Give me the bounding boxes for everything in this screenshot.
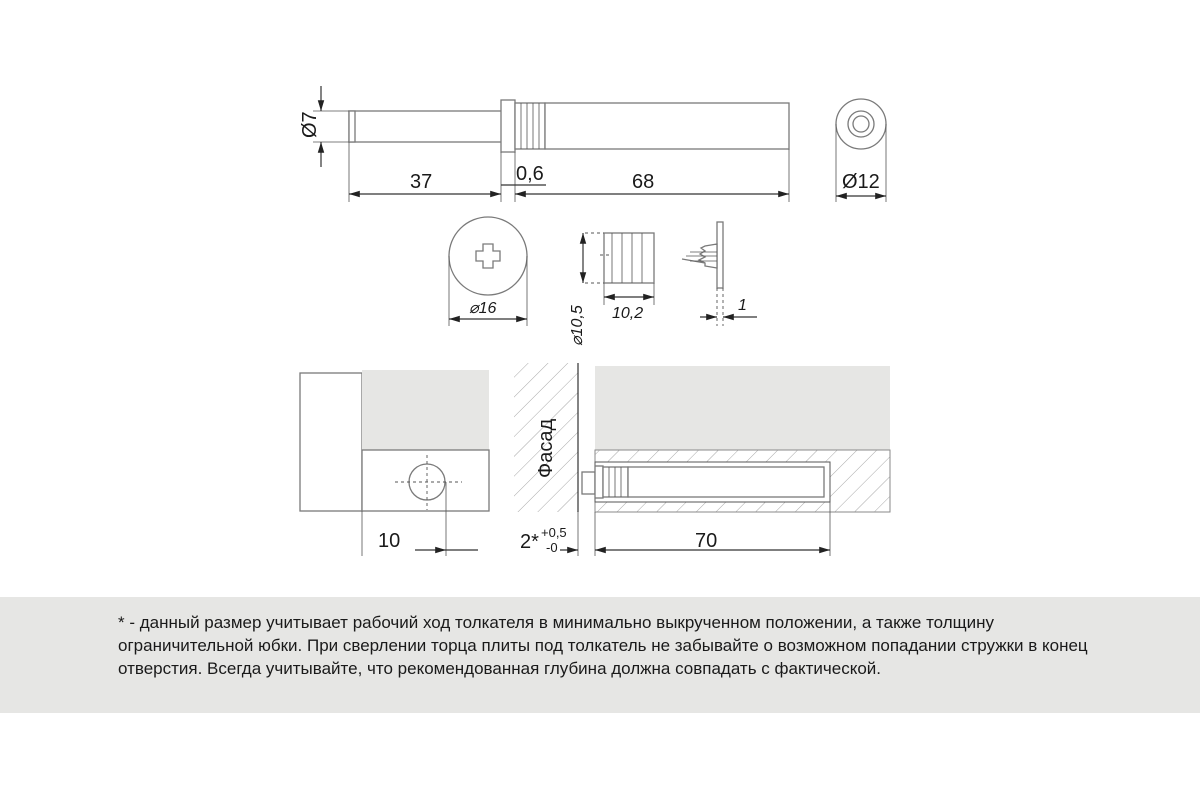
label-d2: 2* [520, 531, 539, 553]
label-d68: 68 [632, 171, 654, 193]
label-tol-minus: -0 [546, 540, 558, 555]
screw-side-view: 1 [681, 221, 757, 326]
label-d1: 1 [738, 297, 747, 314]
label-facade: Фасад [535, 419, 557, 478]
label-d10: 10 [378, 530, 400, 552]
label-d7: Ø7 [299, 111, 321, 138]
label-d102: 10,2 [612, 305, 643, 322]
section-view: Фасад 70 2* +0,5 -0 [514, 363, 891, 556]
label-d16: ⌀16 [469, 300, 497, 317]
label-d70: 70 [695, 530, 717, 552]
dim-diameter-7: Ø7 [299, 86, 349, 167]
label-d105: ⌀10,5 [569, 305, 586, 346]
sleeve-side-view: ⌀10,5 10,2 [569, 232, 655, 346]
cap-front-view: ⌀16 [448, 216, 528, 326]
label-d06: 0,6 [516, 163, 544, 185]
label-d37: 37 [410, 171, 432, 193]
dim-lengths: 37 68 0,6 [348, 142, 790, 202]
label-d12: Ø12 [842, 171, 880, 193]
pusher-side-view [348, 99, 790, 153]
label-tol-plus: +0,5 [541, 525, 567, 540]
footnote-text: * - данный размер учитывает рабочий ход … [118, 613, 1088, 678]
pusher-end-view: Ø12 [835, 98, 887, 202]
footnote-panel: * - данный размер учитывает рабочий ход … [0, 597, 1200, 713]
panel-top-view: 10 [299, 370, 490, 556]
